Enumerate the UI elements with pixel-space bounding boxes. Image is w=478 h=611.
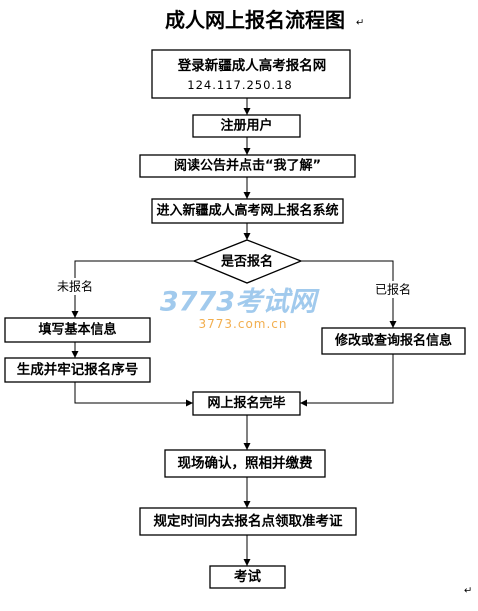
node-login: 登录新疆成人高考报名网 124.117.250.18 [151,49,351,99]
node-online-done-label: 网上报名完毕 [207,395,285,411]
node-enter-system-box [151,198,344,224]
node-onsite-confirm-label: 现场确认，照相并缴费 [178,455,313,472]
node-modify-query-box [321,327,466,355]
node-onsite-confirm-box [164,449,326,478]
node-register: 注册用户 [192,114,301,138]
branch-label-not-registered: 未报名 [57,279,93,294]
node-generate-number-box [4,357,151,383]
node-read-notice-label: 阅读公告并点击“我了解” [174,158,321,174]
node-exam-label: 考试 [234,568,261,585]
node-read-notice-box [139,154,356,178]
page-title: 成人网上报名流程图 [165,8,345,32]
node-fill-info-box [4,317,151,343]
paragraph-mark-bottom: ↵ [464,586,472,597]
node-register-label: 注册用户 [220,118,272,134]
node-read-notice: 阅读公告并点击“我了解” [139,154,356,178]
watermark-logo: 3773考试网 [160,287,320,318]
node-login-line1: 登录新疆成人高考报名网 [177,57,327,74]
decision-diamond [192,239,303,284]
node-exam: 考试 [209,565,286,589]
node-register-box [192,114,301,138]
node-fill-info-label: 填写基本信息 [38,322,116,338]
node-login-box [151,49,351,99]
node-enter-system: 进入新疆成人高考网上报名系统 [151,198,344,224]
watermark-url: 3773.com.cn [199,317,288,331]
branch-line-registered-upper [301,260,394,281]
branch-label-registered: 已报名 [375,282,411,297]
node-decision: 是否报名 [192,239,303,284]
node-get-ticket-box [139,507,357,536]
branch-line-not-registered-upper [74,260,194,278]
node-generate-number: 生成并牢记报名序号 [4,357,151,383]
node-exam-box [209,565,286,589]
arrow-generate-number-to-online-done [74,382,193,407]
decision-label: 是否报名 [220,254,273,270]
node-fill-info: 填写基本信息 [4,317,151,343]
node-onsite-confirm: 现场确认，照相并缴费 [164,449,326,478]
node-modify-query-label: 修改或查询报名信息 [334,333,452,349]
node-login-line2: 124.117.250.18 [187,78,292,92]
node-modify-query: 修改或查询报名信息 [321,327,466,355]
node-generate-number-label: 生成并牢记报名序号 [17,361,139,378]
node-get-ticket-label: 规定时间内去报名点领取准考证 [154,513,343,530]
paragraph-mark-title: ↵ [356,18,364,29]
node-online-done: 网上报名完毕 [192,391,301,416]
node-online-done-box [192,391,301,416]
arrow-modify-query-to-online-done [300,354,394,407]
node-enter-system-label: 进入新疆成人高考网上报名系统 [156,203,338,219]
node-get-ticket: 规定时间内去报名点领取准考证 [139,507,357,536]
